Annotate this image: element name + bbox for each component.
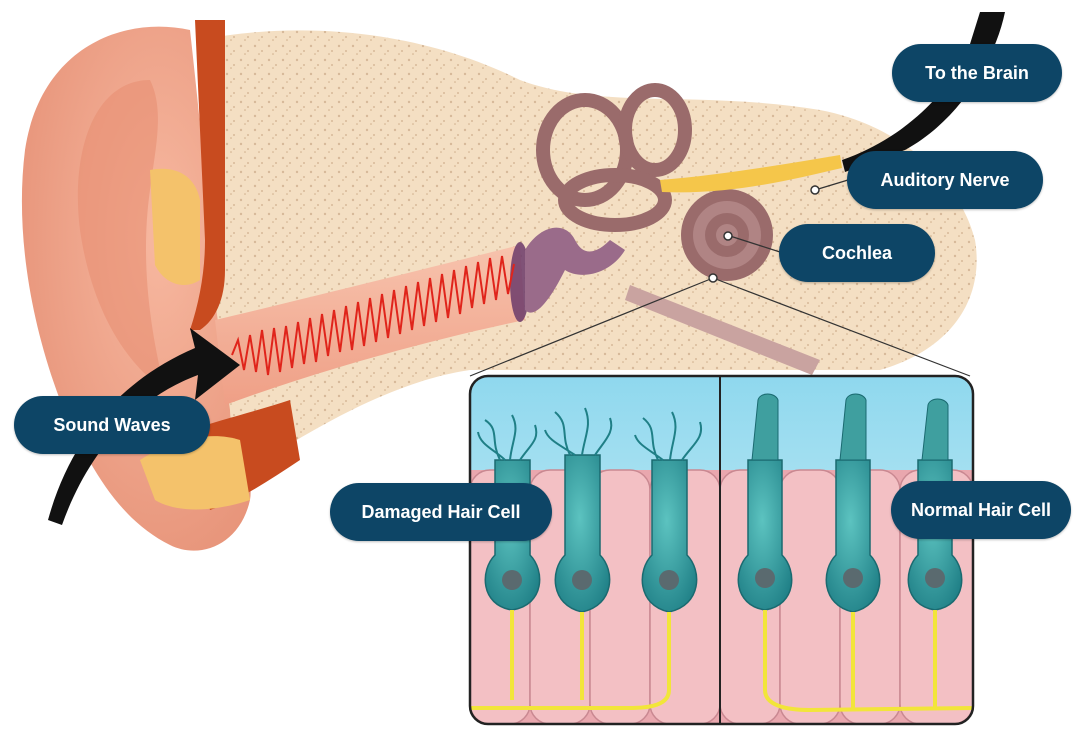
label-damaged-hair-cell: Damaged Hair Cell <box>330 483 552 541</box>
label-sound-waves: Sound Waves <box>14 396 210 454</box>
label-normal-hair-cell: Normal Hair Cell <box>891 481 1071 539</box>
label-auditory-nerve: Auditory Nerve <box>847 151 1043 209</box>
cartilage-fat-upper <box>150 169 200 285</box>
nerve-pointer-dot <box>811 186 819 194</box>
inset-pointer-dot <box>709 274 717 282</box>
label-cochlea: Cochlea <box>779 224 935 282</box>
cochlea-pointer-dot <box>724 232 732 240</box>
hair-cell-inset <box>470 376 973 724</box>
label-to-the-brain: To the Brain <box>892 44 1062 102</box>
